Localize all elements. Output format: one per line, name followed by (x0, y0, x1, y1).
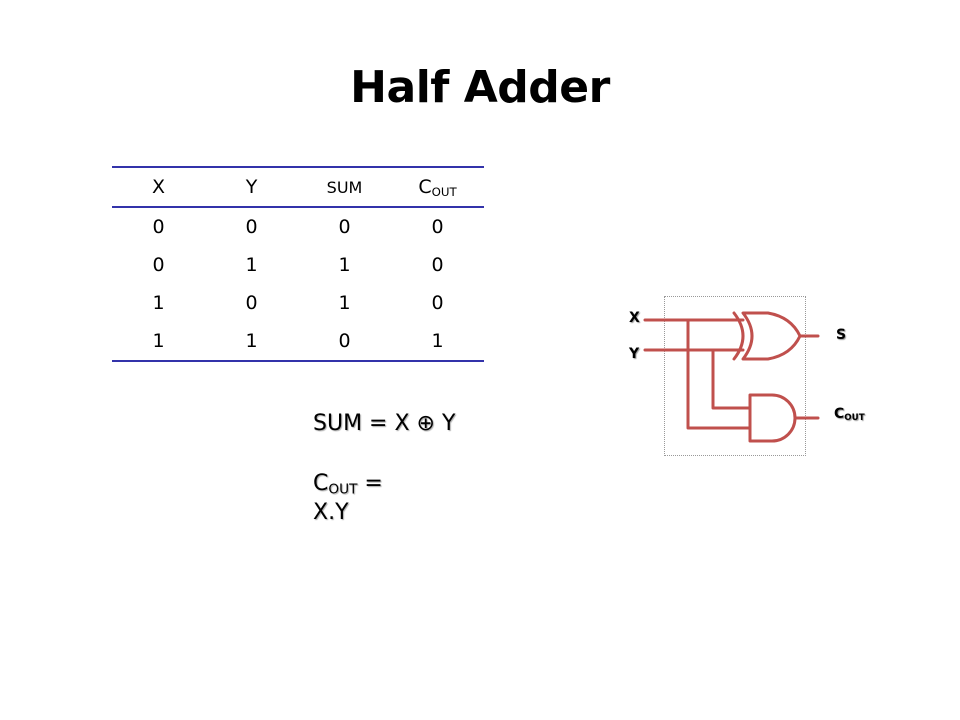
xor-symbol: ⊕ (416, 411, 435, 436)
cell-sum: 0 (338, 216, 351, 238)
cell-sum: 1 (338, 292, 351, 314)
wire-x-branch (686, 318, 752, 430)
cell-x: 0 (152, 216, 165, 238)
cell-cout: 1 (431, 330, 444, 352)
xor-gate (741, 311, 802, 361)
wire-y-branch (711, 348, 752, 410)
cell-x: 1 (152, 330, 165, 352)
sum-equation: SUM = X ⊕ Y (313, 412, 455, 436)
label-x: X (629, 310, 640, 326)
label-cout-sub: OUT (844, 413, 865, 424)
cell-y: 0 (245, 216, 258, 238)
label-cout: COUT (834, 406, 865, 423)
cell-x: 1 (152, 292, 165, 314)
circuit-frame (664, 296, 806, 456)
table-row: 0 1 1 0 (112, 246, 484, 284)
table-row: 0 0 0 0 (112, 207, 484, 246)
cell-y: 0 (245, 292, 258, 314)
truth-table: X Y SUM COUT 0 0 0 0 0 1 1 0 1 0 1 0 1 1… (112, 166, 484, 362)
truth-table-header-row: X Y SUM COUT (112, 167, 484, 207)
cell-cout: 0 (431, 216, 444, 238)
cout-equation: COUT = X.Y (313, 472, 383, 525)
label-y: Y (629, 346, 640, 362)
page-title: Half Adder (350, 62, 610, 113)
header-cout: COUT (391, 167, 484, 207)
header-sum: SUM (326, 177, 363, 197)
table-row: 1 0 1 0 (112, 284, 484, 322)
label-s: S (836, 327, 847, 343)
cout-equation-sub: OUT (328, 481, 358, 498)
cell-sum: 0 (338, 330, 351, 352)
sum-equation-left: SUM = X (313, 411, 410, 436)
cell-sum: 1 (338, 254, 351, 276)
cell-cout: 0 (431, 254, 444, 276)
cout-equation-rhs: X.Y (313, 500, 349, 526)
and-gate (748, 393, 797, 443)
cell-y: 1 (245, 330, 258, 352)
xor-input-arc (732, 311, 745, 361)
header-cout-sub: OUT (431, 184, 457, 199)
cout-equation-eq: = (357, 471, 383, 496)
cell-y: 1 (245, 254, 258, 276)
cout-equation-c: C (313, 471, 329, 496)
header-cout-main: C (418, 175, 432, 198)
cell-cout: 0 (431, 292, 444, 314)
label-cout-main: C (834, 406, 845, 422)
cell-x: 0 (152, 254, 165, 276)
sum-equation-right: Y (441, 411, 456, 436)
header-x: X (151, 176, 166, 198)
header-y: Y (245, 176, 258, 198)
table-row: 1 1 0 1 (112, 322, 484, 361)
